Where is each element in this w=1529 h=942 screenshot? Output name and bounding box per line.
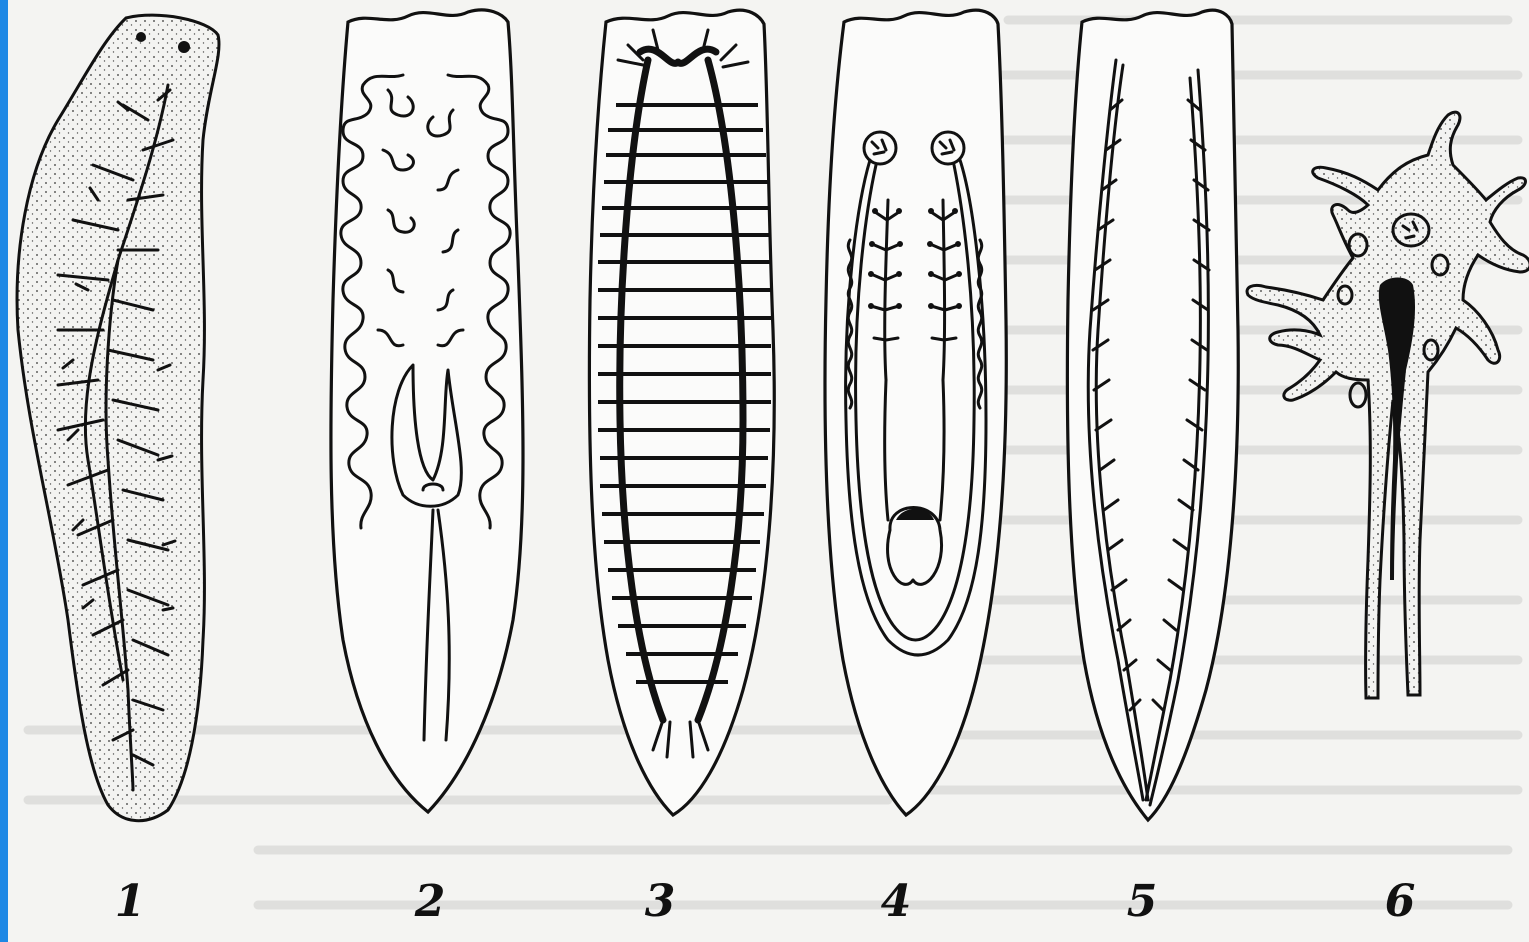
blue-frame-edge [0,0,8,942]
worm-4-icon [825,10,1006,815]
worm-2-icon [331,10,523,812]
figure-label-1: 1 [100,880,160,924]
cell-6-icon [1247,112,1529,698]
worm-3-icon [589,10,774,815]
figure-label-4: 4 [866,880,926,924]
figure-label-5: 5 [1112,880,1172,924]
worm-1-icon [17,15,219,821]
figure-drawings [8,0,1529,942]
figure-plate: 1 2 3 4 5 6 [8,0,1529,942]
figure-label-6: 6 [1370,880,1430,924]
figure-label-2: 2 [400,880,460,924]
worm-5-icon [1067,10,1238,820]
figure-label-3: 3 [630,880,690,924]
